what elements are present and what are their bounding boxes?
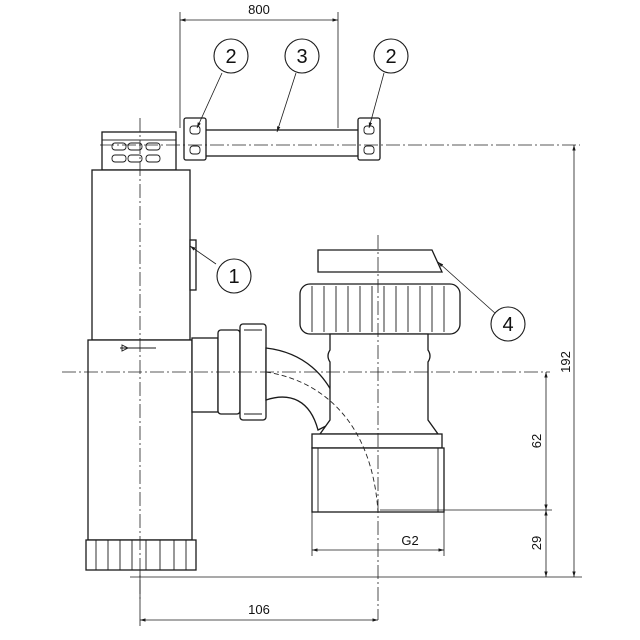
balloon-3: 3 bbox=[284, 38, 320, 74]
dimension-106 bbox=[139, 572, 378, 626]
rod-part-3 bbox=[189, 129, 369, 157]
side-stub bbox=[191, 337, 219, 413]
svg-text:2: 2 bbox=[385, 46, 396, 68]
svg-text:2: 2 bbox=[225, 46, 236, 68]
upper-column bbox=[91, 169, 191, 341]
column-top-cap bbox=[101, 131, 177, 171]
trap-neck bbox=[318, 333, 440, 435]
balloon-1: 1 bbox=[216, 258, 252, 294]
elbow-connector bbox=[217, 323, 343, 431]
dim-text-192: 192 bbox=[558, 351, 573, 373]
dim-text-g2: G2 bbox=[401, 533, 418, 548]
clip-right-part-2 bbox=[357, 117, 381, 161]
main-column-part-1 bbox=[85, 169, 219, 571]
bottom-nut bbox=[85, 539, 197, 571]
balloon-2-right: 2 bbox=[373, 38, 409, 74]
top-bracket-assembly bbox=[183, 117, 381, 161]
dimension-800 bbox=[179, 12, 339, 128]
svg-text:3: 3 bbox=[296, 46, 307, 68]
center-lines bbox=[62, 118, 580, 620]
dim-text-800: 800 bbox=[248, 2, 270, 17]
hidden-flow-line bbox=[265, 371, 379, 513]
clip-left-part-2 bbox=[183, 117, 207, 161]
trap-collar bbox=[311, 433, 443, 449]
balloon-4: 4 bbox=[490, 306, 526, 342]
dim-text-106: 106 bbox=[248, 602, 270, 617]
dimension-g2 bbox=[311, 512, 445, 556]
dimension-base-line bbox=[130, 509, 582, 578]
cap-body bbox=[101, 131, 177, 171]
dim-text-29: 29 bbox=[529, 536, 544, 550]
balloon-2-left: 2 bbox=[213, 38, 249, 74]
svg-text:1: 1 bbox=[228, 266, 239, 288]
leader-lines bbox=[189, 72, 497, 315]
svg-text:4: 4 bbox=[502, 314, 513, 336]
trap-lid bbox=[317, 249, 444, 273]
dim-text-62: 62 bbox=[529, 434, 544, 448]
